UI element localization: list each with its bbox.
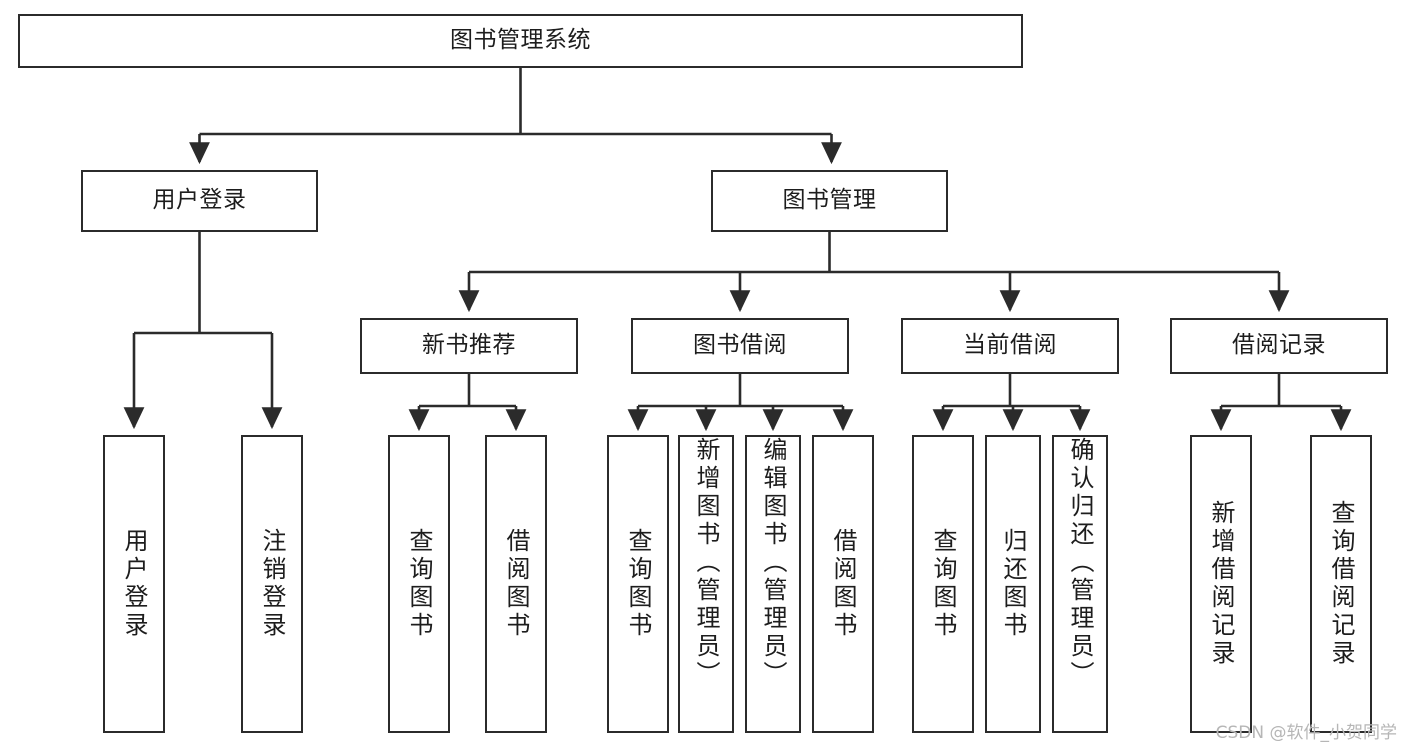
node-leaf-query-book-borrow-label: 查询图书 <box>624 528 652 640</box>
node-leaf-query-book-cur[interactable]: 查询图书 <box>912 435 974 733</box>
node-root[interactable]: 图书管理系统 <box>18 14 1023 68</box>
node-borrow-record-label: 借阅记录 <box>1232 332 1326 359</box>
node-new-book-rec-label: 新书推荐 <box>422 332 516 359</box>
node-book-manage-label: 图书管理 <box>782 187 877 214</box>
node-leaf-user-login[interactable]: 用户登录 <box>103 435 165 733</box>
node-book-borrow-label: 图书借阅 <box>693 332 787 359</box>
node-book-manage[interactable]: 图书管理 <box>711 170 948 232</box>
node-leaf-confirm-return[interactable]: 确认归还（管理员） <box>1052 435 1108 733</box>
node-leaf-query-book-cur-label: 查询图书 <box>929 528 957 640</box>
node-new-book-rec[interactable]: 新书推荐 <box>360 318 578 374</box>
node-leaf-edit-book-label: 编辑图书（管理员） <box>759 437 787 689</box>
node-leaf-query-book-rec[interactable]: 查询图书 <box>388 435 450 733</box>
node-book-borrow[interactable]: 图书借阅 <box>631 318 849 374</box>
node-leaf-add-record[interactable]: 新增借阅记录 <box>1190 435 1252 733</box>
node-current-borrow[interactable]: 当前借阅 <box>901 318 1119 374</box>
node-leaf-borrow-book-label: 借阅图书 <box>829 528 857 640</box>
node-leaf-borrow-book-rec-label: 借阅图书 <box>502 528 530 640</box>
node-leaf-edit-book[interactable]: 编辑图书（管理员） <box>745 435 801 733</box>
node-borrow-record[interactable]: 借阅记录 <box>1170 318 1388 374</box>
csdn-watermark: CSDN @软件_小贺同学 <box>1215 723 1397 743</box>
node-leaf-add-book-label: 新增图书（管理员） <box>692 437 720 689</box>
node-leaf-borrow-book[interactable]: 借阅图书 <box>812 435 874 733</box>
node-leaf-query-record-label: 查询借阅记录 <box>1327 500 1355 668</box>
node-leaf-query-record[interactable]: 查询借阅记录 <box>1310 435 1372 733</box>
node-leaf-add-record-label: 新增借阅记录 <box>1207 500 1235 668</box>
node-root-label: 图书管理系统 <box>450 27 591 54</box>
node-leaf-return-book[interactable]: 归还图书 <box>985 435 1041 733</box>
node-leaf-borrow-book-rec[interactable]: 借阅图书 <box>485 435 547 733</box>
node-leaf-confirm-return-label: 确认归还（管理员） <box>1066 437 1094 689</box>
node-leaf-logout-label: 注销登录 <box>258 528 286 640</box>
node-leaf-query-book-rec-label: 查询图书 <box>405 528 433 640</box>
node-user-login[interactable]: 用户登录 <box>81 170 318 232</box>
node-leaf-query-book-borrow[interactable]: 查询图书 <box>607 435 669 733</box>
node-current-borrow-label: 当前借阅 <box>963 332 1057 359</box>
node-leaf-user-login-label: 用户登录 <box>120 528 148 640</box>
node-leaf-logout[interactable]: 注销登录 <box>241 435 303 733</box>
node-leaf-return-book-label: 归还图书 <box>999 528 1027 640</box>
node-user-login-label: 用户登录 <box>152 187 247 214</box>
node-leaf-add-book[interactable]: 新增图书（管理员） <box>678 435 734 733</box>
